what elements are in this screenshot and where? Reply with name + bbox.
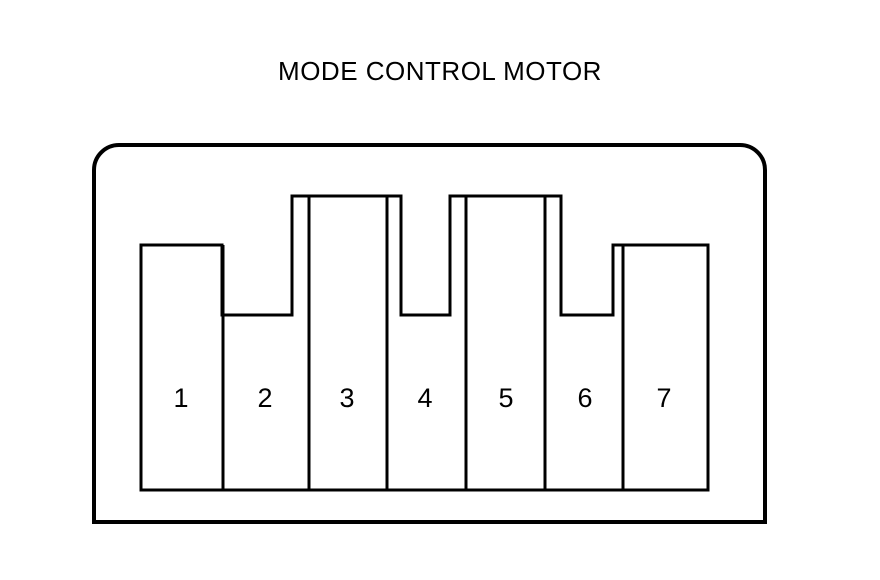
pin-divider-group [221,196,625,490]
pin-number-1: 1 [173,383,188,413]
pin-number-5: 5 [498,383,513,413]
pin-number-6: 6 [577,383,592,413]
page-title: MODE CONTROL MOTOR [278,56,602,86]
connector-housing-outline [92,143,767,524]
pin-number-7: 7 [656,383,671,413]
pin-number-3: 3 [339,383,354,413]
pin-number-2: 2 [257,383,272,413]
pin-number-group: 1 2 3 4 5 6 7 [173,383,671,413]
pin-number-4: 4 [417,383,432,413]
